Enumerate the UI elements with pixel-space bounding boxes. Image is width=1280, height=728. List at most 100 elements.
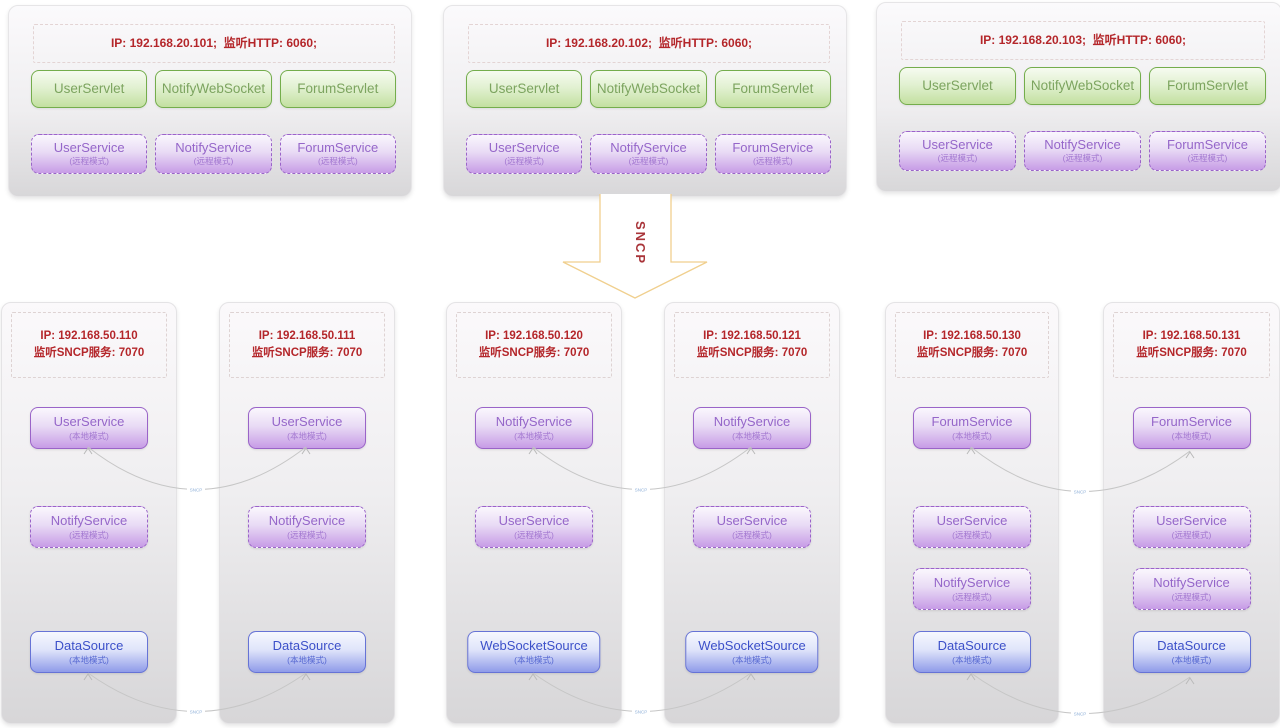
websocket-source-box: WebSocketSource (本地模式) — [685, 631, 819, 673]
service-mode: (远程模式) — [937, 153, 978, 163]
server-ip-text: IP: 192.168.50.111 — [258, 330, 356, 342]
service-name: DataSource — [937, 638, 1007, 653]
service-box: UserService (远程模式) — [475, 506, 593, 548]
server-address-label: IP: 192.168.20.101; 监听HTTP: 6060; — [33, 24, 395, 63]
server-ip-text: IP: 192.168.50.131 — [1142, 330, 1241, 342]
service-name: UserService — [922, 137, 993, 152]
service-name: UserService — [1156, 513, 1227, 528]
service-mode: (远程模式) — [1171, 592, 1212, 602]
service-name: NotifyService — [268, 513, 346, 528]
sncp-arrow-label: SNCP — [633, 221, 648, 265]
service-box: ForumService (远程模式) — [1149, 131, 1266, 171]
servlet-box: ForumServlet — [1149, 67, 1266, 105]
service-box: UserService (本地模式) — [30, 407, 148, 449]
service-box: UserService (远程模式) — [31, 134, 148, 174]
service-mode: (本地模式) — [287, 655, 327, 665]
service-box: ForumService (远程模式) — [714, 134, 831, 174]
service-name: WebSocketSource — [698, 638, 806, 653]
connector-label-bg — [632, 486, 650, 493]
service-name: UserService — [936, 513, 1008, 528]
service-box: NotifyService (远程模式) — [1132, 568, 1251, 610]
server-port-text: 监听SNCP服务: 7070 — [696, 347, 808, 359]
service-name: ForumService — [732, 140, 814, 155]
service-name: NotifyService — [1153, 575, 1230, 590]
service-box: ForumService (远程模式) — [279, 134, 396, 174]
sncp-flow-arrow — [562, 194, 708, 299]
sncp-server-node-131: IP: 192.168.50.131 监听SNCP服务: 7070 ForumS… — [1103, 302, 1280, 724]
server-ip-text: IP: 192.168.50.120 — [485, 330, 583, 342]
service-mode: (远程模式) — [628, 156, 669, 166]
service-name: DataSource — [272, 638, 342, 653]
service-box: NotifyService (远程模式) — [30, 506, 148, 548]
service-box: UserService (远程模式) — [913, 506, 1031, 548]
service-mode: (远程模式) — [1171, 530, 1212, 540]
remote-service-row: UserService (远程模式) NotifyService (远程模式) … — [31, 134, 396, 174]
connector-label: SNCP — [1074, 712, 1087, 717]
server-address-text: IP: 192.168.20.101; 监听HTTP: 6060; — [110, 36, 318, 50]
service-mode: (远程模式) — [69, 156, 109, 166]
service-box: NotifyService (本地模式) — [475, 407, 593, 449]
server-port-text: 监听SNCP服务: 7070 — [1136, 347, 1247, 359]
server-address-label: IP: 192.168.20.102; 监听HTTP: 6060; — [468, 24, 830, 63]
websocket-source-box: WebSocketSource (本地模式) — [467, 631, 601, 673]
remote-service-row: UserService (远程模式) NotifyService (远程模式) … — [466, 134, 831, 174]
sncp-server-node-110: IP: 192.168.50.110 监听SNCP服务: 7070 UserSe… — [1, 302, 177, 724]
service-name: UserService — [498, 513, 570, 528]
service-box: NotifyService (远程模式) — [248, 506, 366, 548]
server-address-label: IP: 192.168.50.111 监听SNCP服务: 7070 — [229, 312, 385, 378]
server-address-label: IP: 192.168.50.121 监听SNCP服务: 7070 — [674, 312, 830, 378]
service-name: UserService — [716, 513, 788, 528]
datasource-box: DataSource (本地模式) — [913, 631, 1031, 673]
connector-label-bg — [187, 708, 205, 715]
service-name: ForumService — [1167, 137, 1248, 152]
service-name: NotifyService — [933, 575, 1011, 590]
service-name: ForumService — [297, 140, 379, 155]
servlet-box: NotifyWebSocket — [1024, 67, 1141, 105]
service-box: UserService (远程模式) — [693, 506, 811, 548]
service-box: NotifyService (远程模式) — [590, 134, 707, 174]
service-name: NotifyService — [1044, 137, 1121, 152]
service-mode: (本地模式) — [732, 431, 772, 441]
service-name: DataSource — [54, 638, 124, 653]
servlet-box: ForumServlet — [714, 70, 831, 108]
sncp-server-node-130: IP: 192.168.50.130 监听SNCP服务: 7070 ForumS… — [885, 302, 1059, 724]
sncp-server-node-120: IP: 192.168.50.120 监听SNCP服务: 7070 Notify… — [446, 302, 622, 724]
servlet-box: ForumServlet — [279, 70, 396, 108]
service-mode: (本地模式) — [287, 431, 327, 441]
service-mode: (远程模式) — [952, 530, 992, 540]
service-name: NotifyService — [495, 414, 573, 429]
connector-label: SNCP — [190, 488, 203, 493]
service-mode: (本地模式) — [952, 655, 992, 665]
server-port-text: 监听SNCP服务: 7070 — [251, 347, 363, 359]
servlet-row: UserServlet NotifyWebSocket ForumServlet — [31, 70, 396, 108]
server-address-label: IP: 192.168.50.130 监听SNCP服务: 7070 — [895, 312, 1049, 378]
service-name: NotifyService — [610, 140, 687, 155]
server-address-text: IP: 192.168.20.102; 监听HTTP: 6060; — [545, 36, 753, 50]
service-name: UserService — [488, 140, 560, 155]
service-mode: (远程模式) — [504, 156, 544, 166]
datasource-box: DataSource (本地模式) — [248, 631, 366, 673]
datasource-box: DataSource (本地模式) — [1132, 631, 1251, 673]
service-box: NotifyService (远程模式) — [913, 568, 1031, 610]
service-name: ForumService — [1151, 414, 1232, 429]
server-ip-text: IP: 192.168.50.130 — [923, 330, 1021, 342]
servlet-box: UserServlet — [899, 67, 1016, 105]
service-mode: (远程模式) — [752, 156, 793, 166]
servlet-row: UserServlet NotifyWebSocket ForumServlet — [899, 67, 1266, 105]
server-address-label: IP: 192.168.50.131 监听SNCP服务: 7070 — [1113, 312, 1270, 378]
servlet-box: NotifyWebSocket — [590, 70, 707, 108]
server-address-label: IP: 192.168.50.110 监听SNCP服务: 7070 — [11, 312, 167, 378]
service-name: NotifyService — [175, 140, 252, 155]
service-box: UserService (远程模式) — [899, 131, 1016, 171]
service-mode: (远程模式) — [952, 592, 992, 602]
datasource-box: DataSource (本地模式) — [30, 631, 148, 673]
service-mode: (本地模式) — [732, 655, 772, 665]
service-box: ForumService (本地模式) — [913, 407, 1031, 449]
connector-label-bg — [1071, 488, 1089, 495]
service-mode: (远程模式) — [1062, 153, 1103, 163]
server-address-label: IP: 192.168.20.103; 监听HTTP: 6060; — [901, 21, 1265, 60]
service-mode: (本地模式) — [514, 431, 554, 441]
service-name: WebSocketSource — [480, 638, 588, 653]
service-mode: (远程模式) — [1187, 153, 1228, 163]
